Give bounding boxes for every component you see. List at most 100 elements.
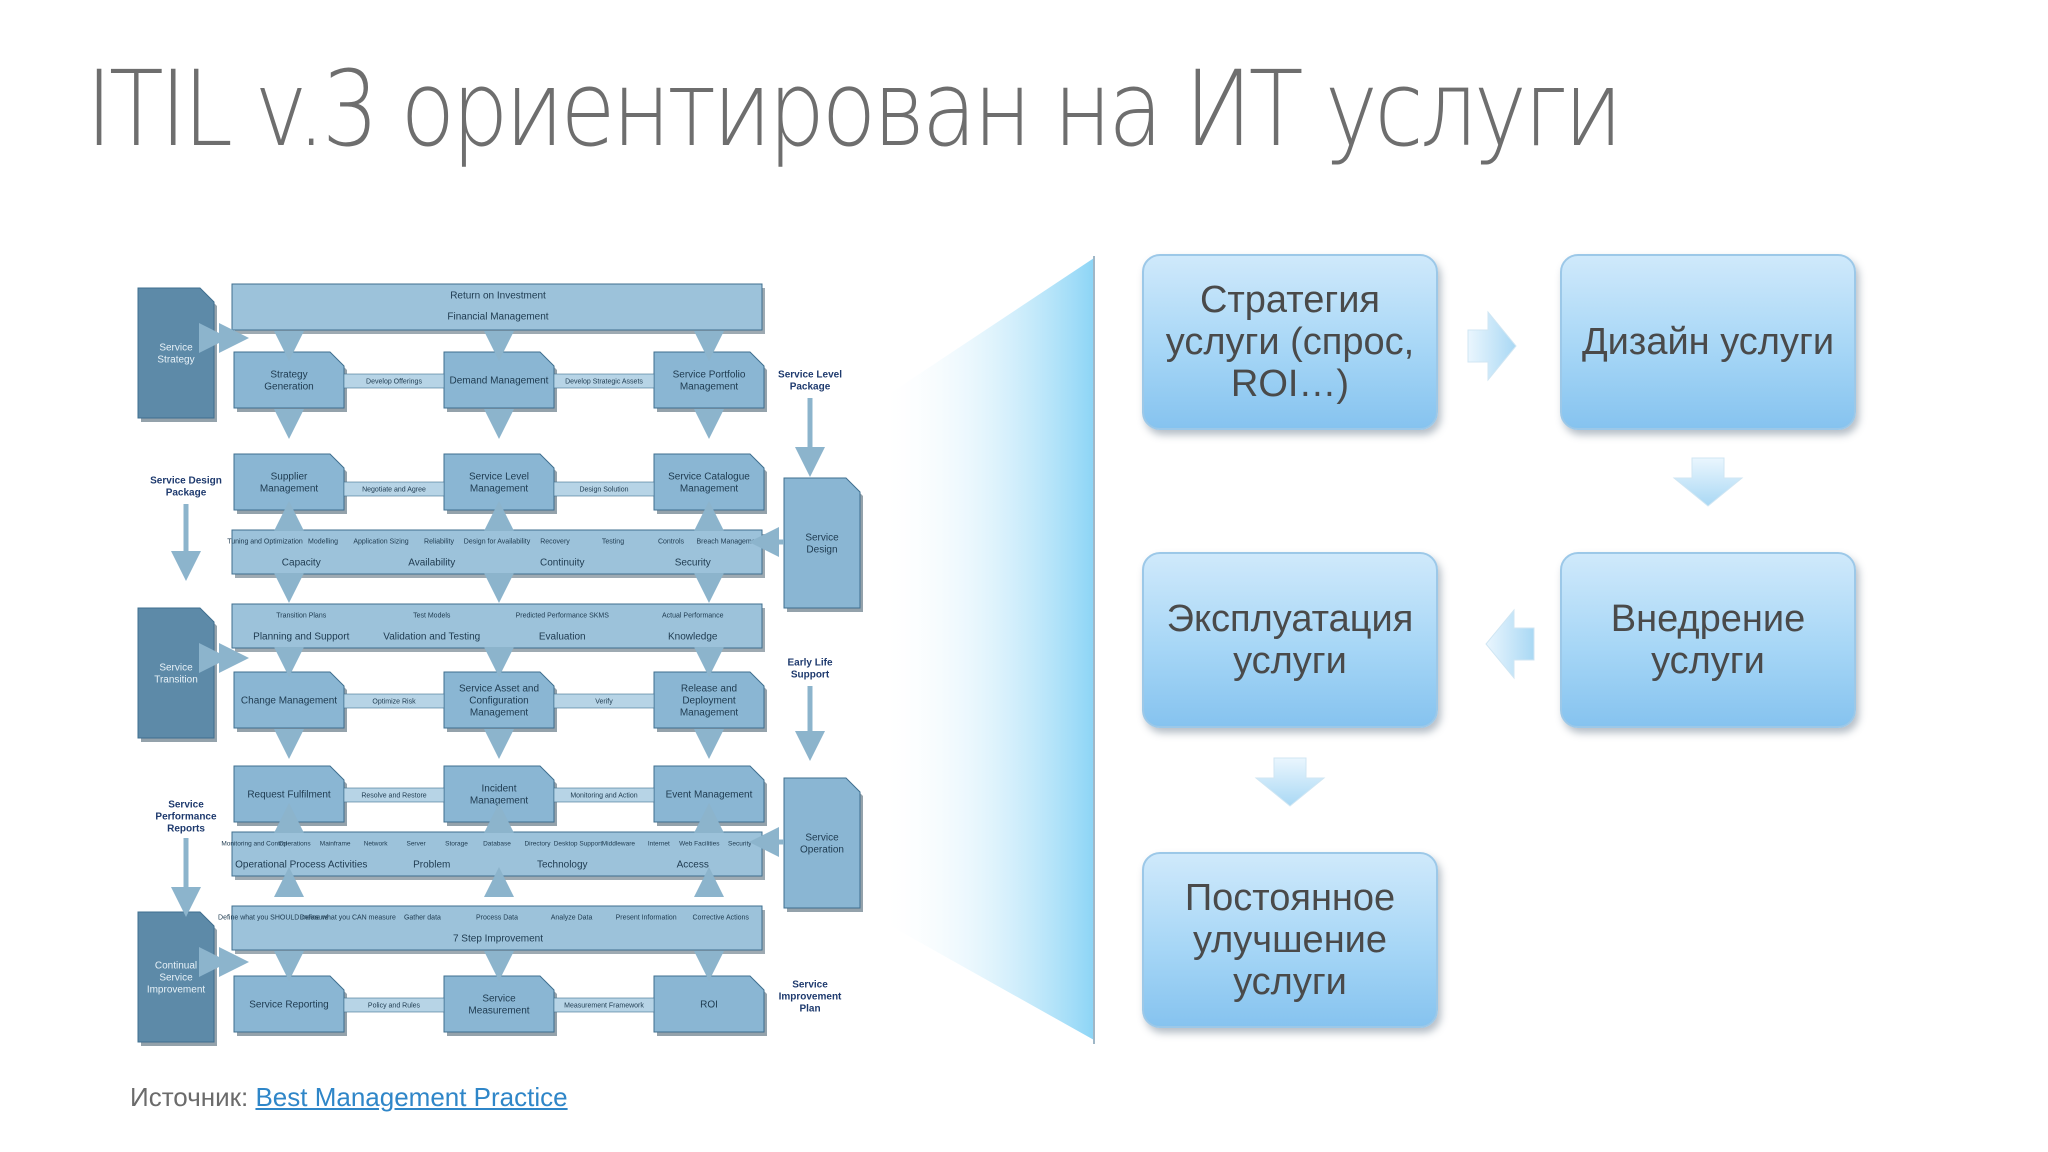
flow-text-line: услуги xyxy=(1233,961,1347,1003)
process-box-label: Service Reporting xyxy=(249,1000,328,1011)
area-label: Knowledge xyxy=(668,632,718,643)
process-box-label: Change Management xyxy=(241,696,337,707)
area-label: Availability xyxy=(408,558,455,569)
flow-box-service-design: Дизайн услуги xyxy=(1560,254,1856,430)
process-box-label: Event Management xyxy=(666,790,753,801)
step-label: Define what you CAN measure xyxy=(300,914,396,921)
activity-label: Directory xyxy=(524,840,551,847)
flow-text-line: ROI…) xyxy=(1230,363,1350,405)
area-label: Validation and Testing xyxy=(383,632,480,643)
flow-box-service-strategy: Стратегия услуги (спрос, ROI…) xyxy=(1142,254,1438,430)
zoom-beam xyxy=(880,258,1094,1040)
strategy-bar-label: Return on Investment xyxy=(450,291,546,302)
process-box xyxy=(653,671,765,729)
source-caption: Источник: Best Management Practice xyxy=(130,1082,568,1113)
activity-label: Server xyxy=(406,840,426,847)
flow-text-line: услуги (спрос, xyxy=(1165,321,1415,363)
activity-label: Security xyxy=(728,840,752,847)
process-link-label: Optimize Risk xyxy=(372,698,416,705)
stage-box xyxy=(783,777,861,909)
step-label: Process Data xyxy=(476,914,518,921)
step-label: Analyze Data xyxy=(551,914,593,921)
slide-title: ITIL v.3 ориентирован на ИТ услуги xyxy=(86,48,1623,170)
transition-bar xyxy=(231,603,763,649)
activity-label: Modelling xyxy=(308,538,338,545)
arrow-left-icon xyxy=(1485,608,1535,680)
activity-label: Internet xyxy=(648,840,670,847)
process-link xyxy=(553,481,655,497)
flow-text-line: Дизайн услуги xyxy=(1581,321,1835,363)
process-link xyxy=(343,997,445,1013)
process-link xyxy=(553,787,655,803)
process-box-label: Demand Management xyxy=(450,376,549,387)
flow-text-line: Внедрение xyxy=(1610,598,1806,640)
area-label: Technology xyxy=(537,860,588,871)
arrow-down-icon xyxy=(1254,757,1326,807)
activity-label: Transition Plans xyxy=(276,612,326,619)
activity-label: Reliability xyxy=(424,538,454,545)
process-box xyxy=(653,975,765,1033)
area-label: Capacity xyxy=(282,558,321,569)
process-box xyxy=(653,765,765,823)
area-label: Planning and Support xyxy=(253,632,349,643)
arrow-down-icon xyxy=(1672,457,1744,507)
process-link-label: Develop Strategic Assets xyxy=(565,378,643,385)
process-link-label: Measurement Framework xyxy=(564,1002,644,1009)
flow-box-continual-improvement: Постоянное улучшение услуги xyxy=(1142,852,1438,1028)
area-label: Problem xyxy=(413,860,450,871)
step-label: Gather data xyxy=(404,914,441,921)
activity-label: Database xyxy=(483,840,511,847)
strategy-bar xyxy=(231,283,763,331)
area-label: Continuity xyxy=(540,558,584,569)
activity-label: Mainframe xyxy=(320,840,351,847)
process-link xyxy=(343,693,445,709)
activity-label: Operations xyxy=(279,840,312,847)
stage-box xyxy=(137,287,215,419)
process-box-label: ROI xyxy=(700,1000,718,1011)
process-link-label: Develop Offerings xyxy=(366,378,422,385)
source-link[interactable]: Best Management Practice xyxy=(255,1082,568,1112)
flow-text-line: улучшение xyxy=(1192,919,1388,961)
flow-text-line: услуги xyxy=(1233,640,1347,682)
activity-label: Application Sizing xyxy=(353,538,408,545)
step-label: Corrective Actions xyxy=(693,914,750,921)
activity-label: Network xyxy=(364,840,389,847)
activity-label: Web Facilities xyxy=(679,840,720,847)
process-box xyxy=(653,453,765,511)
area-label: Operational Process Activities xyxy=(235,860,367,871)
strategy-bar-label: Financial Management xyxy=(447,312,548,323)
area-label: Access xyxy=(677,860,709,871)
source-label: Источник: xyxy=(130,1082,249,1112)
process-link xyxy=(343,373,445,389)
area-label: Security xyxy=(675,558,711,569)
area-label: Evaluation xyxy=(539,632,586,643)
step-label: Present Information xyxy=(616,914,677,921)
process-link xyxy=(343,787,445,803)
process-link-label: Monitoring and Action xyxy=(570,792,637,799)
activity-label: Desktop Support xyxy=(554,840,603,847)
step-label: Define what you SHOULD measure xyxy=(218,914,329,921)
activity-label: Monitoring and Control xyxy=(221,840,287,847)
flow-box-service-operation: Эксплуатация услуги xyxy=(1142,552,1438,728)
activity-label: Actual Performance xyxy=(662,612,724,619)
process-link xyxy=(553,693,655,709)
activity-label: Controls xyxy=(658,538,685,545)
